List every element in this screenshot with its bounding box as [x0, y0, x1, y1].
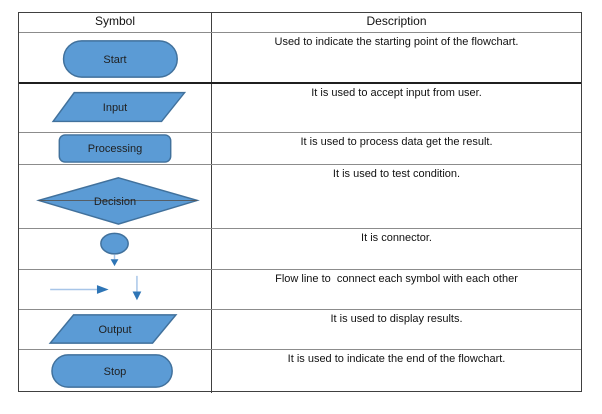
- description-cell: It is used to process data get the resul…: [300, 136, 493, 148]
- table-header-row: Symbol Description: [19, 13, 581, 32]
- symbol-cell-input: Input: [19, 84, 212, 132]
- stop-terminator-shape: [51, 354, 173, 388]
- start-terminator-shape: [62, 40, 178, 78]
- description-cell: It is used to accept input from user.: [311, 87, 482, 99]
- column-header-description: Description: [366, 14, 427, 28]
- table-row: It is connector.: [19, 228, 581, 269]
- table-row: Output It is used to display results.: [19, 309, 581, 349]
- table-row: Processing It is used to process data ge…: [19, 132, 581, 164]
- description-cell: Used to indicate the starting point of t…: [274, 36, 519, 48]
- symbol-cell-flow-lines: [19, 270, 212, 309]
- symbol-cell-decision: Decision: [19, 165, 212, 228]
- description-cell: It is used to indicate the end of the fl…: [287, 353, 506, 365]
- flow-arrows-shape: [50, 275, 142, 301]
- input-parallelogram-shape: [51, 91, 187, 123]
- symbol-cell-start: Start: [19, 33, 212, 82]
- symbol-cell-stop: Stop: [19, 350, 212, 393]
- symbol-cell-output: Output: [19, 310, 212, 349]
- decision-diamond-shape: [36, 177, 200, 225]
- table-row: Stop It is used to indicate the end of t…: [19, 349, 581, 393]
- table-row: Decision It is used to test condition.: [19, 164, 581, 228]
- symbol-cell-connector: [19, 229, 212, 269]
- right-arrow-head: [96, 285, 109, 294]
- table-row: Input It is used to accept input from us…: [19, 82, 581, 132]
- connector-arrow-head: [110, 259, 119, 267]
- table-row: Flow line to connect each symbol with ea…: [19, 269, 581, 309]
- description-cell: It is connector.: [361, 232, 432, 244]
- column-header-symbol: Symbol: [19, 13, 212, 32]
- description-cell: It is used to display results.: [330, 313, 463, 325]
- description-cell: Flow line to connect each symbol with ea…: [275, 273, 518, 285]
- flowchart-symbols-table: Symbol Description Start Used to indicat…: [18, 12, 582, 393]
- connector-circle-shape: [100, 232, 129, 267]
- down-arrow-head: [132, 291, 142, 301]
- processing-rectangle-shape: [58, 134, 172, 163]
- symbol-cell-processing: Processing: [19, 133, 212, 164]
- table-row: Start Used to indicate the starting poin…: [19, 32, 581, 82]
- description-cell: It is used to test condition.: [332, 168, 461, 180]
- output-parallelogram-shape: [48, 314, 178, 344]
